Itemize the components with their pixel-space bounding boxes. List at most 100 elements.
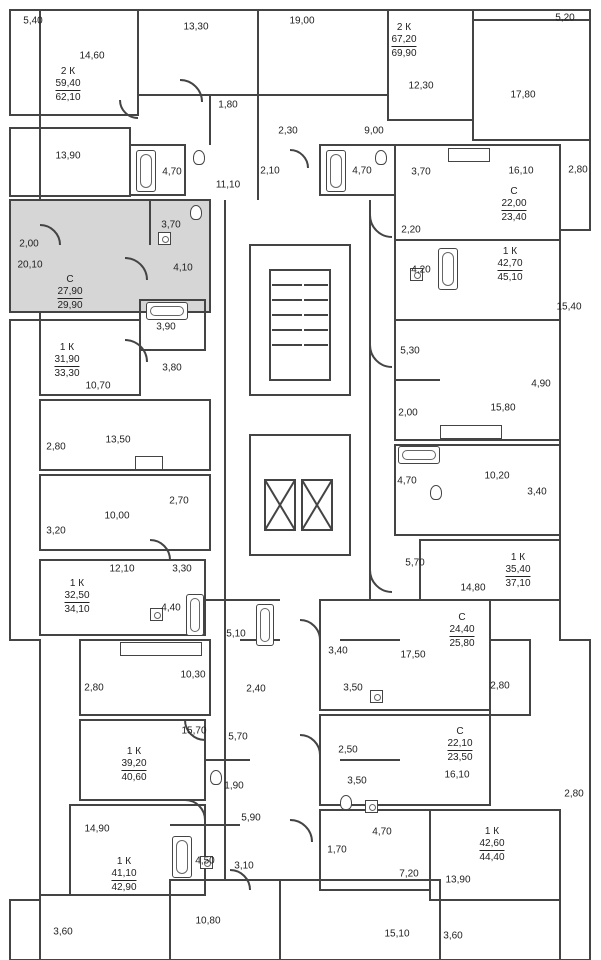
room-area-label: 1,80 — [218, 99, 238, 111]
room-area-label: 1,70 — [327, 844, 347, 856]
room-area-label: 14,60 — [79, 50, 105, 62]
bathtub-icon — [172, 836, 192, 878]
room-area-label: 13,30 — [183, 21, 209, 33]
room-area-label: 15,80 — [490, 402, 516, 414]
room-area-label: 5,70 — [228, 731, 248, 743]
room-area-label: 2,20 — [401, 224, 421, 236]
room-area-label: 3,70 — [411, 166, 431, 178]
room-area-label: 4,90 — [531, 378, 551, 390]
sink-icon — [410, 268, 423, 281]
room-area-label: 3,60 — [443, 930, 463, 942]
room-area-label: 5,90 — [241, 812, 261, 824]
room-area-label: 3,70 — [161, 219, 181, 231]
room-area-label: 14,90 — [84, 823, 110, 835]
room-area-label: 5,30 — [400, 345, 420, 357]
room-area-label: 15,40 — [556, 301, 582, 313]
room-area-label: 10,80 — [195, 915, 221, 927]
room-area-label: 13,50 — [105, 434, 131, 446]
sink-icon — [370, 690, 383, 703]
room-area-label: 9,00 — [364, 125, 384, 137]
room-area-label: 5,40 — [23, 15, 43, 27]
room-area-label: 19,00 — [289, 15, 315, 27]
room-area-label: 5,20 — [555, 12, 575, 24]
bathtub-icon — [326, 150, 346, 192]
room-area-label: 2,80 — [46, 441, 66, 453]
room-area-label: 20,10 — [17, 259, 43, 271]
room-area-label: 2,00 — [19, 238, 39, 250]
room-area-label: 2,40 — [246, 683, 266, 695]
room-area-label: 16,10 — [508, 165, 534, 177]
room-area-label: 17,50 — [400, 649, 426, 661]
room-area-label: 4,40 — [161, 602, 181, 614]
room-area-label: 3,20 — [46, 525, 66, 537]
bathtub-icon — [256, 604, 274, 646]
room-area-label: 13,90 — [445, 874, 471, 886]
kitchen-counter-icon — [440, 425, 502, 439]
room-area-label: 15,10 — [384, 928, 410, 940]
room-area-label: 2,80 — [564, 788, 584, 800]
sink-icon — [150, 608, 163, 621]
room-area-label: 4,70 — [397, 475, 417, 487]
room-area-label: 3,50 — [343, 682, 363, 694]
room-area-label: 3,90 — [156, 321, 176, 333]
room-area-label: 4,20 — [411, 264, 431, 276]
room-area-label: 2,80 — [490, 680, 510, 692]
kitchen-counter-icon — [448, 148, 490, 162]
room-area-label: 3,40 — [328, 645, 348, 657]
room-area-label: 3,30 — [172, 563, 192, 575]
room-area-label: 4,70 — [372, 826, 392, 838]
toilet-icon — [190, 205, 202, 220]
kitchen-counter-icon — [120, 642, 202, 656]
room-area-label: 12,30 — [408, 80, 434, 92]
room-area-label: 2,70 — [169, 495, 189, 507]
bathtub-icon — [186, 594, 204, 636]
room-area-label: 16,10 — [444, 769, 470, 781]
toilet-icon — [430, 485, 442, 500]
room-area-label: 4,10 — [173, 262, 193, 274]
bathtub-icon — [136, 150, 156, 192]
room-area-label: 14,80 — [460, 582, 486, 594]
room-area-label: 2,00 — [398, 407, 418, 419]
room-area-label: 4,70 — [162, 166, 182, 178]
room-area-label: 7,20 — [399, 868, 419, 880]
room-area-label: 3,40 — [527, 486, 547, 498]
bathtub-icon — [398, 446, 440, 464]
room-area-label: 4,70 — [352, 165, 372, 177]
sink-icon — [158, 232, 171, 245]
toilet-icon — [375, 150, 387, 165]
room-area-label: 17,80 — [510, 89, 536, 101]
room-area-label: 10,20 — [484, 470, 510, 482]
room-area-label: 10,70 — [85, 380, 111, 392]
kitchen-counter-icon — [135, 456, 163, 470]
room-area-label: 3,10 — [234, 860, 254, 872]
bathtub-icon — [438, 248, 458, 290]
room-area-label: 12,10 — [109, 563, 135, 575]
toilet-icon — [210, 770, 222, 785]
room-area-label: 2,80 — [84, 682, 104, 694]
room-area-label: 3,60 — [53, 926, 73, 938]
room-area-label: 5,10 — [226, 628, 246, 640]
room-area-label: 10,30 — [180, 669, 206, 681]
room-area-label: 3,80 — [162, 362, 182, 374]
sink-icon — [200, 856, 213, 869]
room-area-label: 10,00 — [104, 510, 130, 522]
bathtub-icon — [146, 302, 188, 320]
sink-icon — [365, 800, 378, 813]
room-area-label: 5,70 — [405, 557, 425, 569]
room-area-label: 3,50 — [347, 775, 367, 787]
